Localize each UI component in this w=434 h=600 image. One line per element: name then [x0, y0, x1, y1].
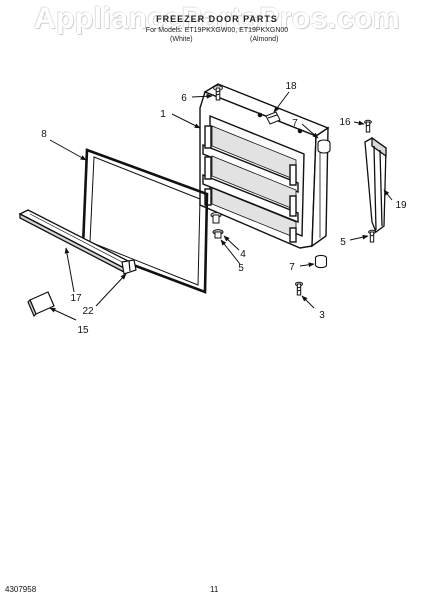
door-handle [364, 136, 387, 234]
page-number: 11 [210, 585, 219, 594]
callout-5-left: 5 [238, 263, 244, 274]
callout-16: 16 [339, 117, 351, 128]
callout-7-lower: 7 [289, 262, 295, 273]
door-trim-strip [18, 209, 132, 274]
callout-1: 1 [160, 109, 166, 120]
callout-8: 8 [41, 129, 47, 140]
handle-clip [27, 291, 55, 318]
callout-3: 3 [319, 310, 325, 321]
door-stop-upper [317, 139, 331, 154]
callout-18: 18 [285, 81, 297, 92]
handle-screw-upper [364, 119, 372, 133]
callout-7-upper: 7 [292, 118, 298, 129]
callout-22: 22 [82, 306, 94, 317]
color-note-white: (White) [170, 36, 193, 43]
diagram-subtitle: For Models: ET19PKXGW00, ET19PKXGN00 [145, 27, 289, 34]
callout-labels: 1 3 4 5 5 6 7 7 8 15 16 17 18 19 22 [41, 81, 407, 336]
handle-screw-lower [368, 229, 376, 243]
screw-3 [295, 281, 303, 296]
diagram-title: FREEZER DOOR PARTS [156, 14, 278, 24]
watermark: AppliancePartsPros.com [33, 2, 401, 35]
callout-19: 19 [395, 200, 407, 211]
freezer-door-assembly [199, 83, 330, 249]
trim-end-cap [121, 259, 137, 275]
callout-6: 6 [181, 93, 187, 104]
callout-15: 15 [77, 325, 89, 336]
door-label [265, 111, 281, 125]
screw-6 [213, 85, 223, 101]
callout-5-right: 5 [340, 237, 346, 248]
door-stop-lower [314, 254, 328, 269]
hinge-pin-4 [210, 212, 224, 239]
document-number: 4307958 [5, 585, 37, 594]
color-note-almond: (Almond) [250, 36, 279, 43]
leader-lines [49, 91, 393, 321]
callout-17: 17 [70, 293, 82, 304]
door-gasket [81, 148, 209, 294]
callout-4: 4 [240, 249, 246, 260]
